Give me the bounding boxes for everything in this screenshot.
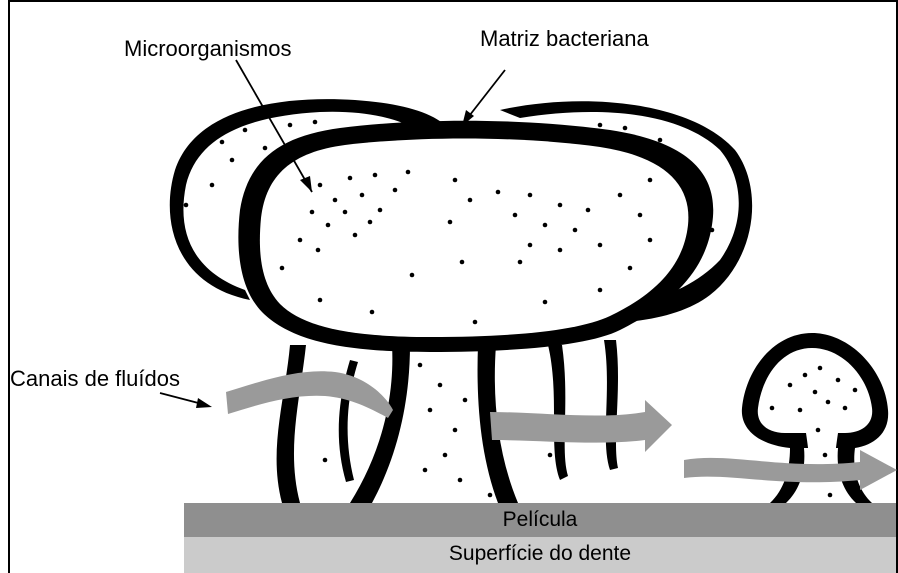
label-tooth-surface: Superfície do dente — [184, 542, 896, 566]
fluid-arrow-middle — [490, 400, 672, 452]
label-channels: Canais de fluídos — [10, 366, 180, 392]
fluid-arrow-left — [226, 371, 393, 418]
pointer-matrix — [466, 70, 505, 120]
label-matrix: Matriz bacteriana — [480, 26, 649, 52]
pointer-head-channels — [196, 398, 212, 408]
main-cap — [238, 121, 713, 352]
label-pellicle: Película — [184, 508, 896, 532]
label-microorganisms: Microorganismos — [124, 36, 292, 62]
